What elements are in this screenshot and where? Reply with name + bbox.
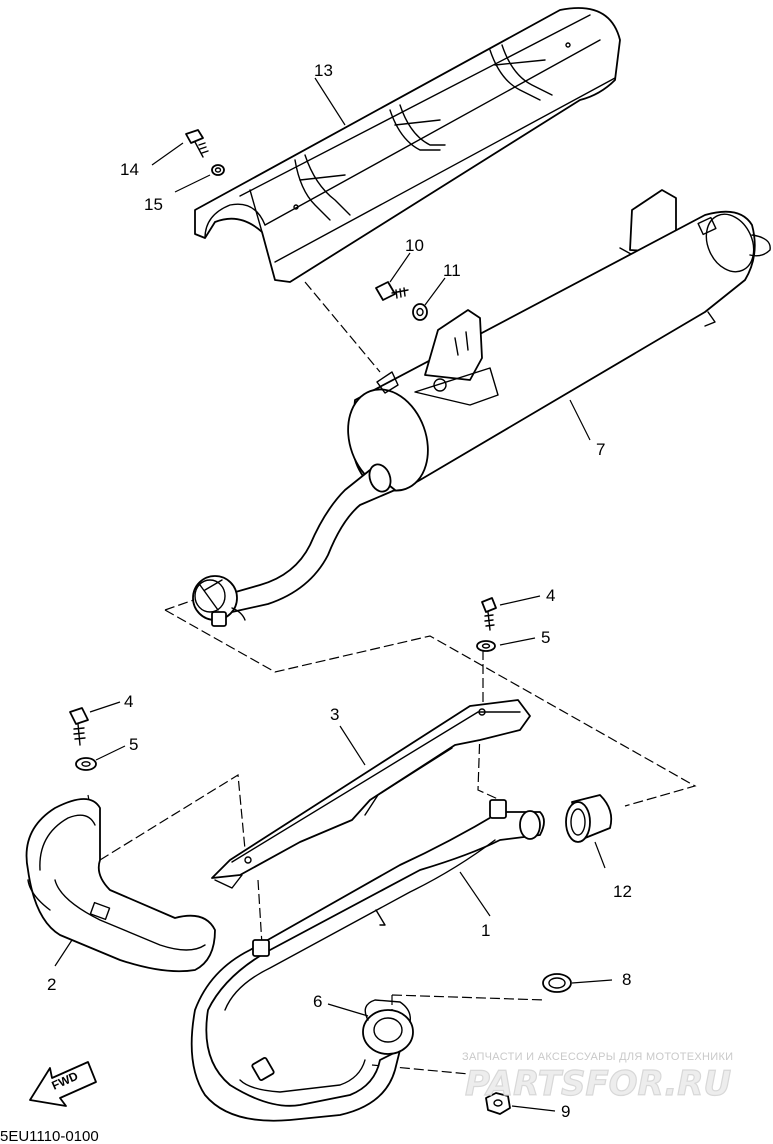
callout-3: 3 [330,705,339,724]
callout-7: 7 [596,440,605,459]
watermark-logo: PARTSFOR.RU [465,1064,731,1104]
washer-5-right [476,640,496,652]
protector [25,798,216,973]
washer-11 [412,303,428,321]
exhaust-pipe [190,799,545,1122]
callout-2: 2 [47,975,56,994]
heat-protector [194,7,621,283]
drawing-code: 5EU1110-0100 [0,1128,99,1144]
forward-arrow-icon: FWD [29,1061,97,1107]
leader-lines [54,77,613,1112]
nut [485,1092,511,1115]
callout-15: 15 [144,195,163,214]
bolt-4-right [481,597,497,631]
washer-5-left [75,757,97,771]
bolt-14 [185,129,209,158]
callout-12: 12 [613,882,632,901]
callout-6: 6 [313,992,322,1011]
callout-4-left: 4 [124,692,133,711]
joint-sleeve [565,794,613,843]
bracket [211,699,531,889]
washer-15 [211,164,225,176]
callout-5-left: 5 [129,735,138,754]
bolt-10 [375,281,409,301]
callout-13: 13 [314,61,333,80]
bolt-4-left [69,707,89,746]
muffler [192,189,771,627]
callout-8: 8 [622,970,631,989]
callout-5-right: 5 [541,628,550,647]
callout-4-right: 4 [546,586,555,605]
gasket [542,973,572,993]
watermark-tagline: ЗАПЧАСТИ И АКСЕССУАРЫ ДЛЯ МОТОТЕХНИКИ [462,1051,733,1063]
callout-9: 9 [561,1102,570,1121]
callout-1: 1 [481,921,490,940]
callout-11: 11 [443,261,461,280]
callout-10: 10 [405,236,424,255]
callout-14: 14 [120,160,139,179]
